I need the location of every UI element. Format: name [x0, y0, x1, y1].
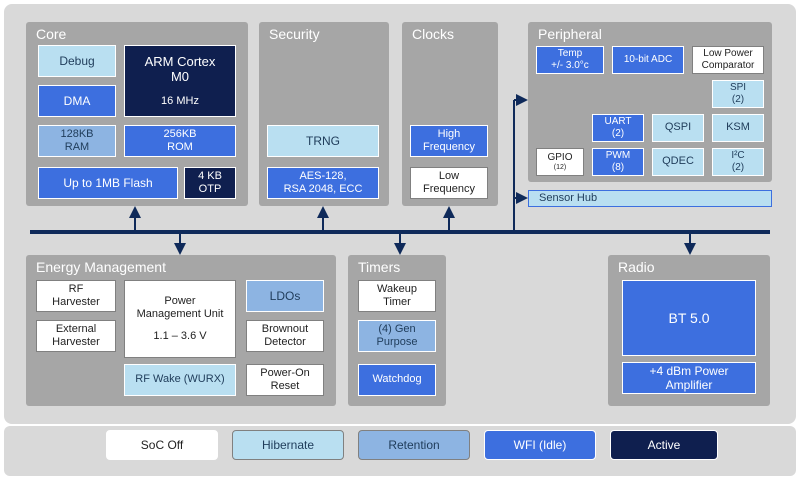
wakeup-timer: Wakeup Timer — [358, 280, 436, 312]
power-management-unit: Power Management Unit 1.1 – 3.6 V — [124, 280, 236, 358]
security-title: Security — [269, 26, 320, 42]
pwm-block: PWM (8) — [592, 148, 644, 176]
sensor-hub: Sensor Hub — [528, 190, 772, 207]
rf-wake-block: RF Wake (WURX) — [124, 364, 236, 396]
uart-block: UART (2) — [592, 114, 644, 142]
temp-sensor: Temp +/- 3.0°c — [536, 46, 604, 74]
legend-active: Active — [610, 430, 718, 460]
ldos-block: LDOs — [246, 280, 324, 312]
ksm-block: KSM — [712, 114, 764, 142]
low-frequency-clock: Low Frequency — [410, 167, 488, 199]
i2c-block: I²C (2) — [712, 148, 764, 176]
cpu-block: ARM Cortex M0 16 MHz — [124, 45, 236, 117]
legend-wfi-idle: WFI (Idle) — [484, 430, 596, 460]
legend-hibernate: Hibernate — [232, 430, 344, 460]
high-frequency-clock: High Frequency — [410, 125, 488, 157]
timers-title: Timers — [358, 259, 401, 275]
dma-block: DMA — [38, 85, 116, 117]
pmu-label: Power Management Unit — [136, 295, 224, 321]
otp-block: 4 KB OTP — [184, 167, 236, 199]
ram-block: 128KB RAM — [38, 125, 116, 157]
power-amplifier-block: +4 dBm Power Amplifier — [622, 362, 756, 394]
clocks-title: Clocks — [412, 26, 455, 42]
energy-management-title: Energy Management — [36, 259, 166, 275]
debug-block: Debug — [38, 45, 116, 77]
core-title: Core — [36, 26, 67, 42]
watchdog-timer: Watchdog — [358, 364, 436, 396]
qspi-block: QSPI — [652, 114, 704, 142]
gpio-label: GPIO — [547, 151, 573, 163]
gpio-block: GPIO (12) — [536, 148, 584, 176]
legend-retention: Retention — [358, 430, 470, 460]
radio-title: Radio — [618, 259, 655, 275]
flash-block: Up to 1MB Flash — [38, 167, 178, 199]
pmu-voltage-range: 1.1 – 3.6 V — [153, 329, 207, 342]
power-on-reset: Power-On Reset — [246, 364, 324, 396]
qdec-block: QDEC — [652, 148, 704, 176]
gpio-count: (12) — [553, 163, 567, 171]
legend-soc-off: SoC Off — [106, 430, 218, 460]
external-harvester: External Harvester — [36, 320, 116, 352]
spi-block: SPI (2) — [712, 80, 764, 108]
rf-harvester: RF Harvester — [36, 280, 116, 312]
bt-block: BT 5.0 — [622, 280, 756, 356]
comparator-block: Low Power Comparator — [692, 46, 764, 74]
adc-block: 10-bit ADC — [612, 46, 684, 74]
peripheral-title: Peripheral — [538, 26, 602, 42]
rom-block: 256KB ROM — [124, 125, 236, 157]
general-purpose-timers: (4) Gen Purpose — [358, 320, 436, 352]
cpu-frequency: 16 MHz — [161, 95, 199, 107]
trng-block: TRNG — [267, 125, 379, 157]
brownout-detector: Brownout Detector — [246, 320, 324, 352]
aes-block: AES-128, RSA 2048, ECC — [267, 167, 379, 199]
cpu-name: ARM Cortex M0 — [144, 53, 216, 85]
